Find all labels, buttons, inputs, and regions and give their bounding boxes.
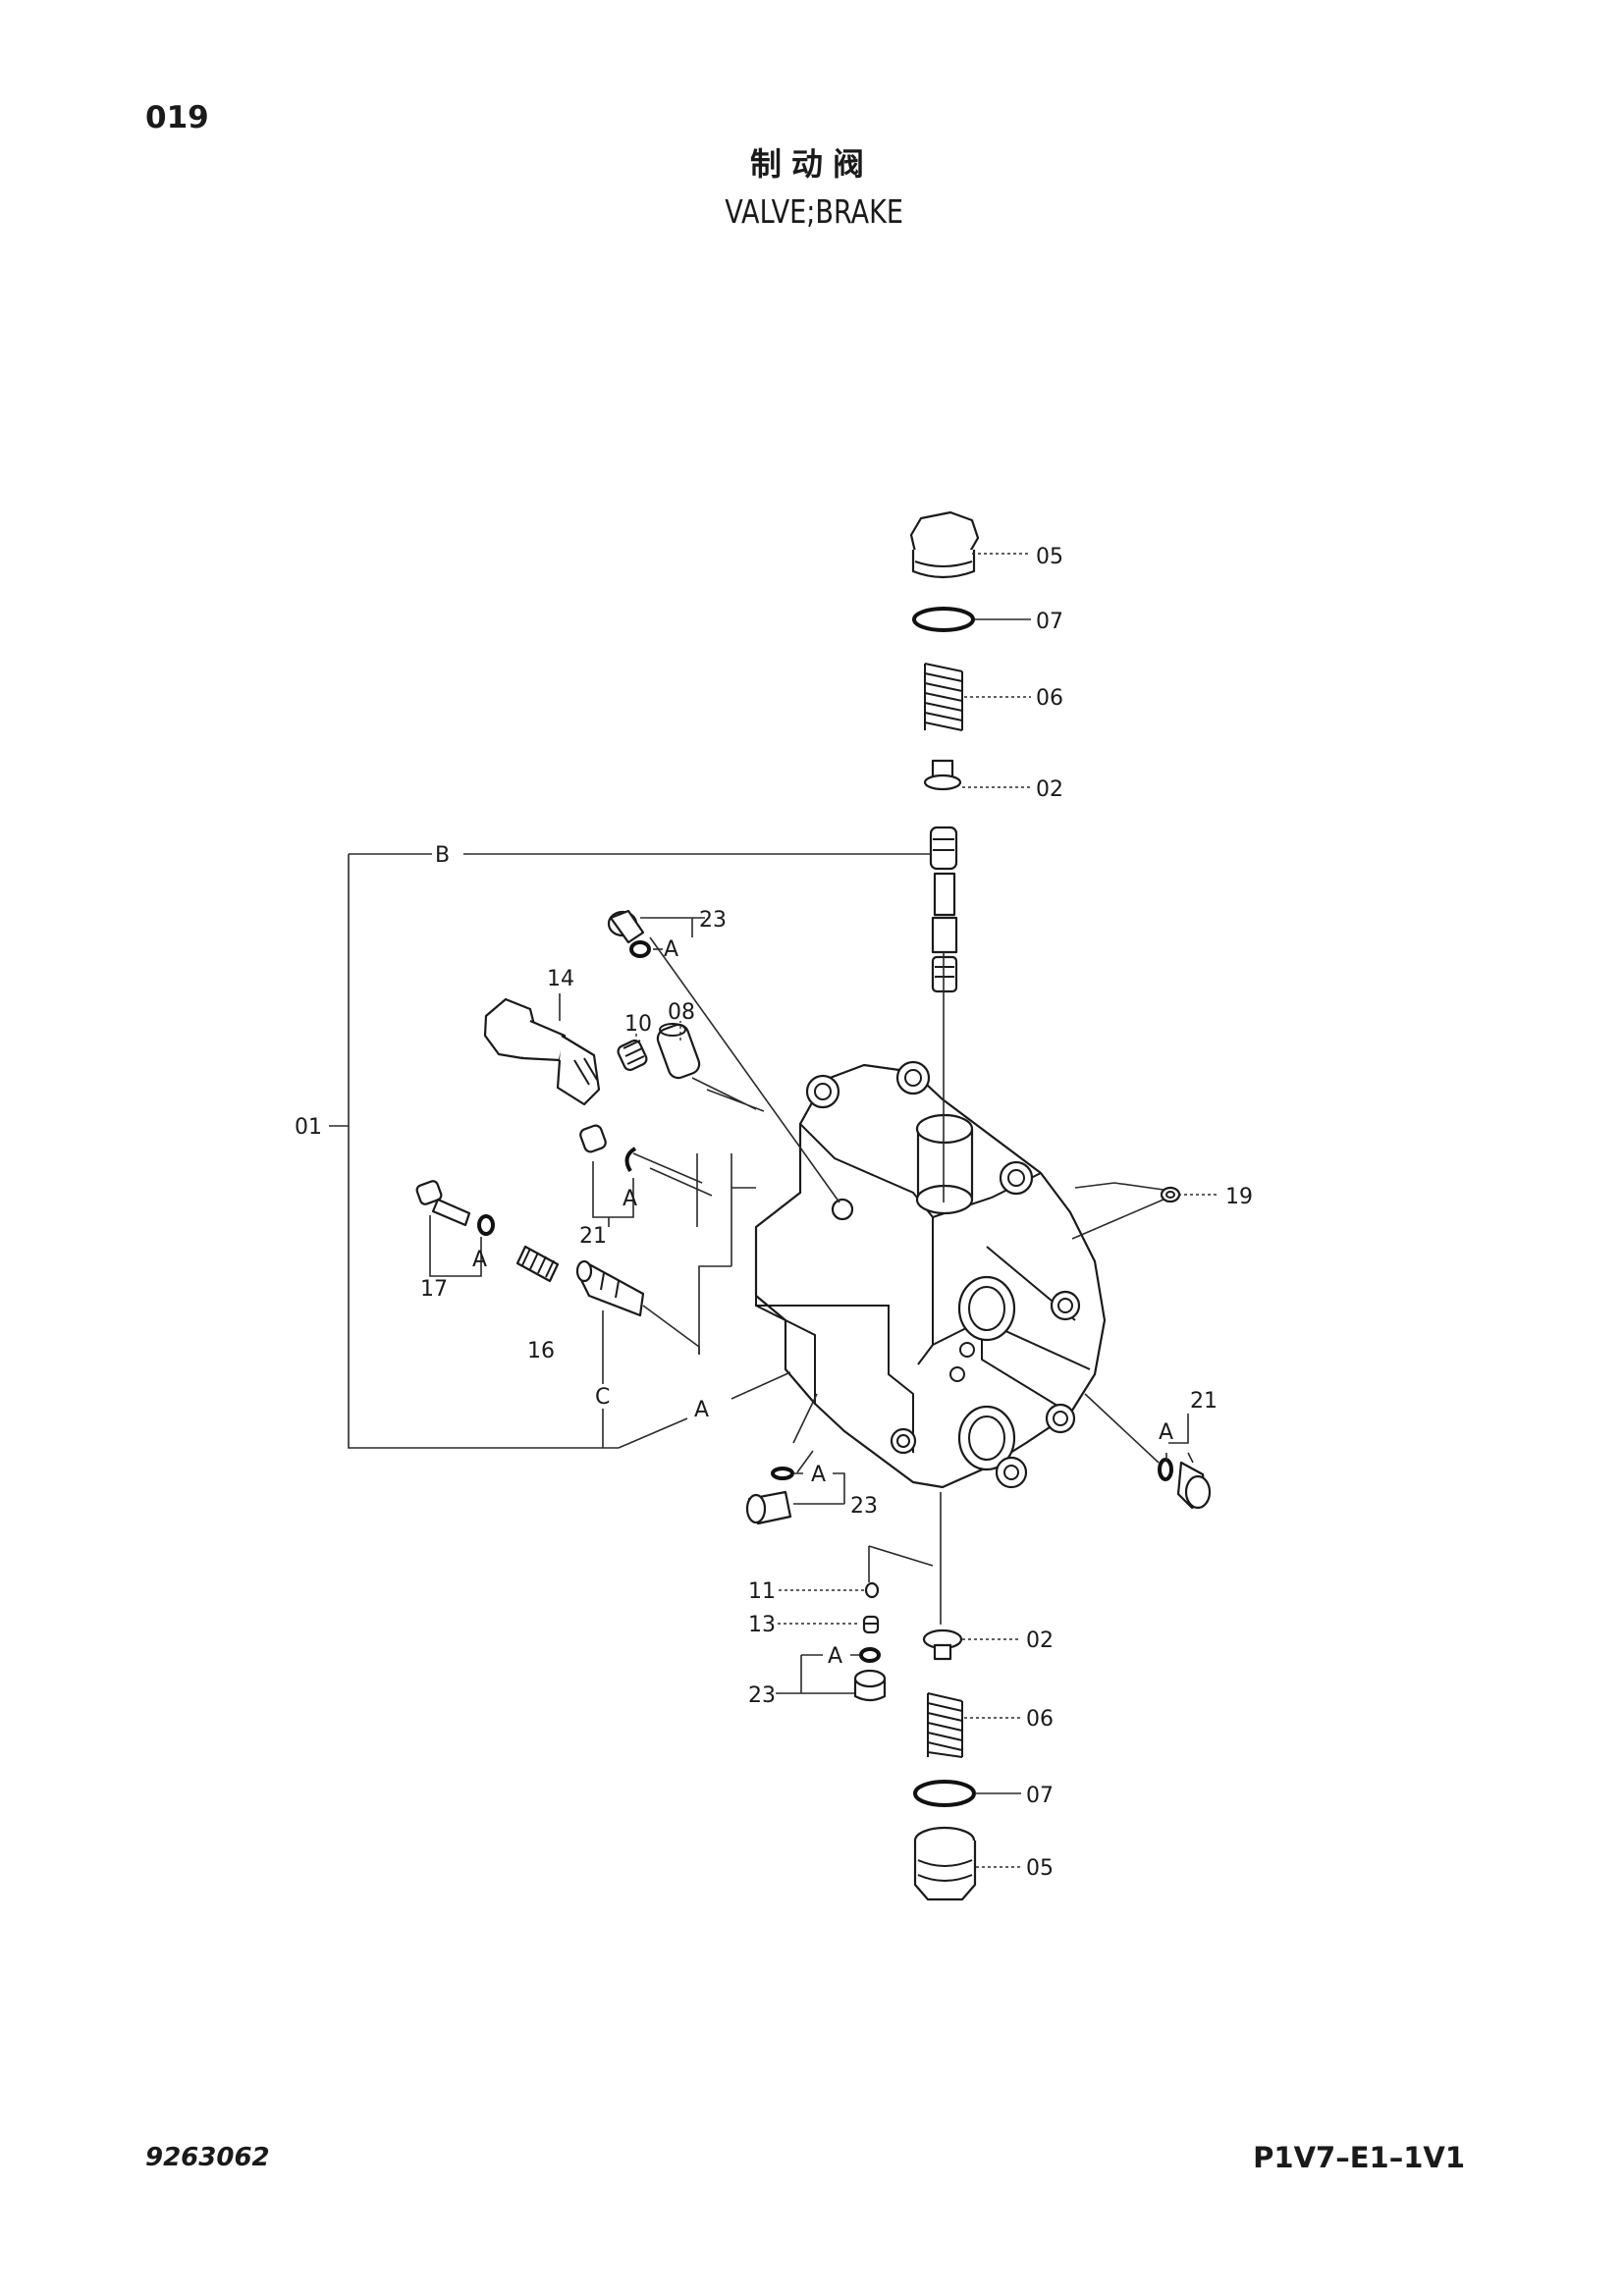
ref-A-23-mid: A: [811, 1463, 826, 1487]
ref-A-21-left: A: [623, 1187, 637, 1211]
document-number: 9263062: [145, 2143, 270, 2172]
retainer-02-top: [923, 759, 962, 791]
leader-lines: [329, 553, 1218, 1868]
callout-06-bottom: 06: [1026, 1707, 1054, 1732]
o-ring-23-bottom: [859, 1647, 881, 1663]
plug-21-left: [579, 1124, 607, 1153]
o-ring-07-top: [912, 607, 975, 632]
ball-11: [864, 1581, 880, 1599]
callout-08: 08: [668, 1000, 695, 1025]
spring-06-top: [924, 663, 963, 731]
callout-02-top: 02: [1036, 777, 1063, 802]
plug-23-top: [607, 909, 645, 944]
callout-07-top: 07: [1036, 610, 1063, 634]
callouts: 05 07 06 02 23 14 10 08 01 21 17 16 19 2…: [295, 545, 1253, 1881]
spring-06-bottom: [927, 1692, 963, 1758]
callout-02-bottom: 02: [1026, 1629, 1054, 1653]
callout-10: 10: [624, 1012, 652, 1037]
callout-23-bottom: 23: [748, 1683, 776, 1708]
ref-A-main: A: [694, 1398, 709, 1422]
callout-06-top: 06: [1036, 686, 1063, 711]
plug-21-right: [1176, 1461, 1212, 1510]
o-ring-21-left: [624, 1147, 637, 1173]
callout-16: 16: [527, 1339, 555, 1363]
ref-A-21-right: A: [1159, 1420, 1173, 1445]
seat-13: [862, 1615, 880, 1634]
title-chinese: 制动阀: [749, 145, 874, 183]
title-english: VALVE;BRAKE: [725, 192, 904, 231]
callout-01: 01: [295, 1115, 322, 1140]
valve-body: [754, 1060, 1107, 1489]
retainer-02-bottom: [922, 1629, 963, 1661]
relief-valve-14: [483, 997, 601, 1106]
callout-05-bottom: 05: [1026, 1856, 1054, 1881]
plug-17: [415, 1180, 471, 1227]
sleeve-08: [656, 1023, 701, 1080]
spool-top: [929, 826, 958, 993]
callout-23-mid: 23: [850, 1494, 878, 1519]
spring-10: [617, 1040, 648, 1071]
spring-16: [515, 1245, 560, 1283]
o-ring-21-right: [1158, 1458, 1173, 1481]
callout-21-left: 21: [579, 1224, 607, 1249]
o-ring-17: [477, 1214, 495, 1236]
plug-05-top: [909, 510, 980, 579]
spool-16: [575, 1259, 645, 1317]
plug-05-bottom: [913, 1826, 977, 1901]
callout-11: 11: [748, 1579, 776, 1604]
callout-21-right: 21: [1190, 1389, 1218, 1414]
plug-19: [1160, 1186, 1181, 1203]
callout-05-top: 05: [1036, 545, 1063, 569]
plug-23-mid: [745, 1490, 792, 1525]
callout-13: 13: [748, 1613, 776, 1637]
o-ring-23-top: [629, 940, 651, 958]
callout-14: 14: [547, 967, 574, 991]
o-ring-23-mid: [771, 1467, 794, 1480]
reference-letters: B A A A A C A A A: [435, 843, 1173, 1669]
ref-A-23-bottom: A: [828, 1644, 842, 1669]
ref-B: B: [435, 843, 450, 868]
figure-code: P1V7–E1–1V1: [1253, 2141, 1465, 2174]
ref-A-17: A: [472, 1248, 487, 1272]
page-number: 019: [145, 100, 209, 135]
plug-23-bottom: [853, 1669, 887, 1702]
ref-A-23-top: A: [664, 937, 678, 962]
ref-C: C: [595, 1385, 610, 1410]
callout-07-bottom: 07: [1026, 1784, 1054, 1808]
callout-19: 19: [1225, 1185, 1253, 1209]
callout-17: 17: [420, 1277, 448, 1302]
o-ring-07-bottom: [913, 1780, 976, 1807]
callout-23-top: 23: [699, 908, 727, 933]
